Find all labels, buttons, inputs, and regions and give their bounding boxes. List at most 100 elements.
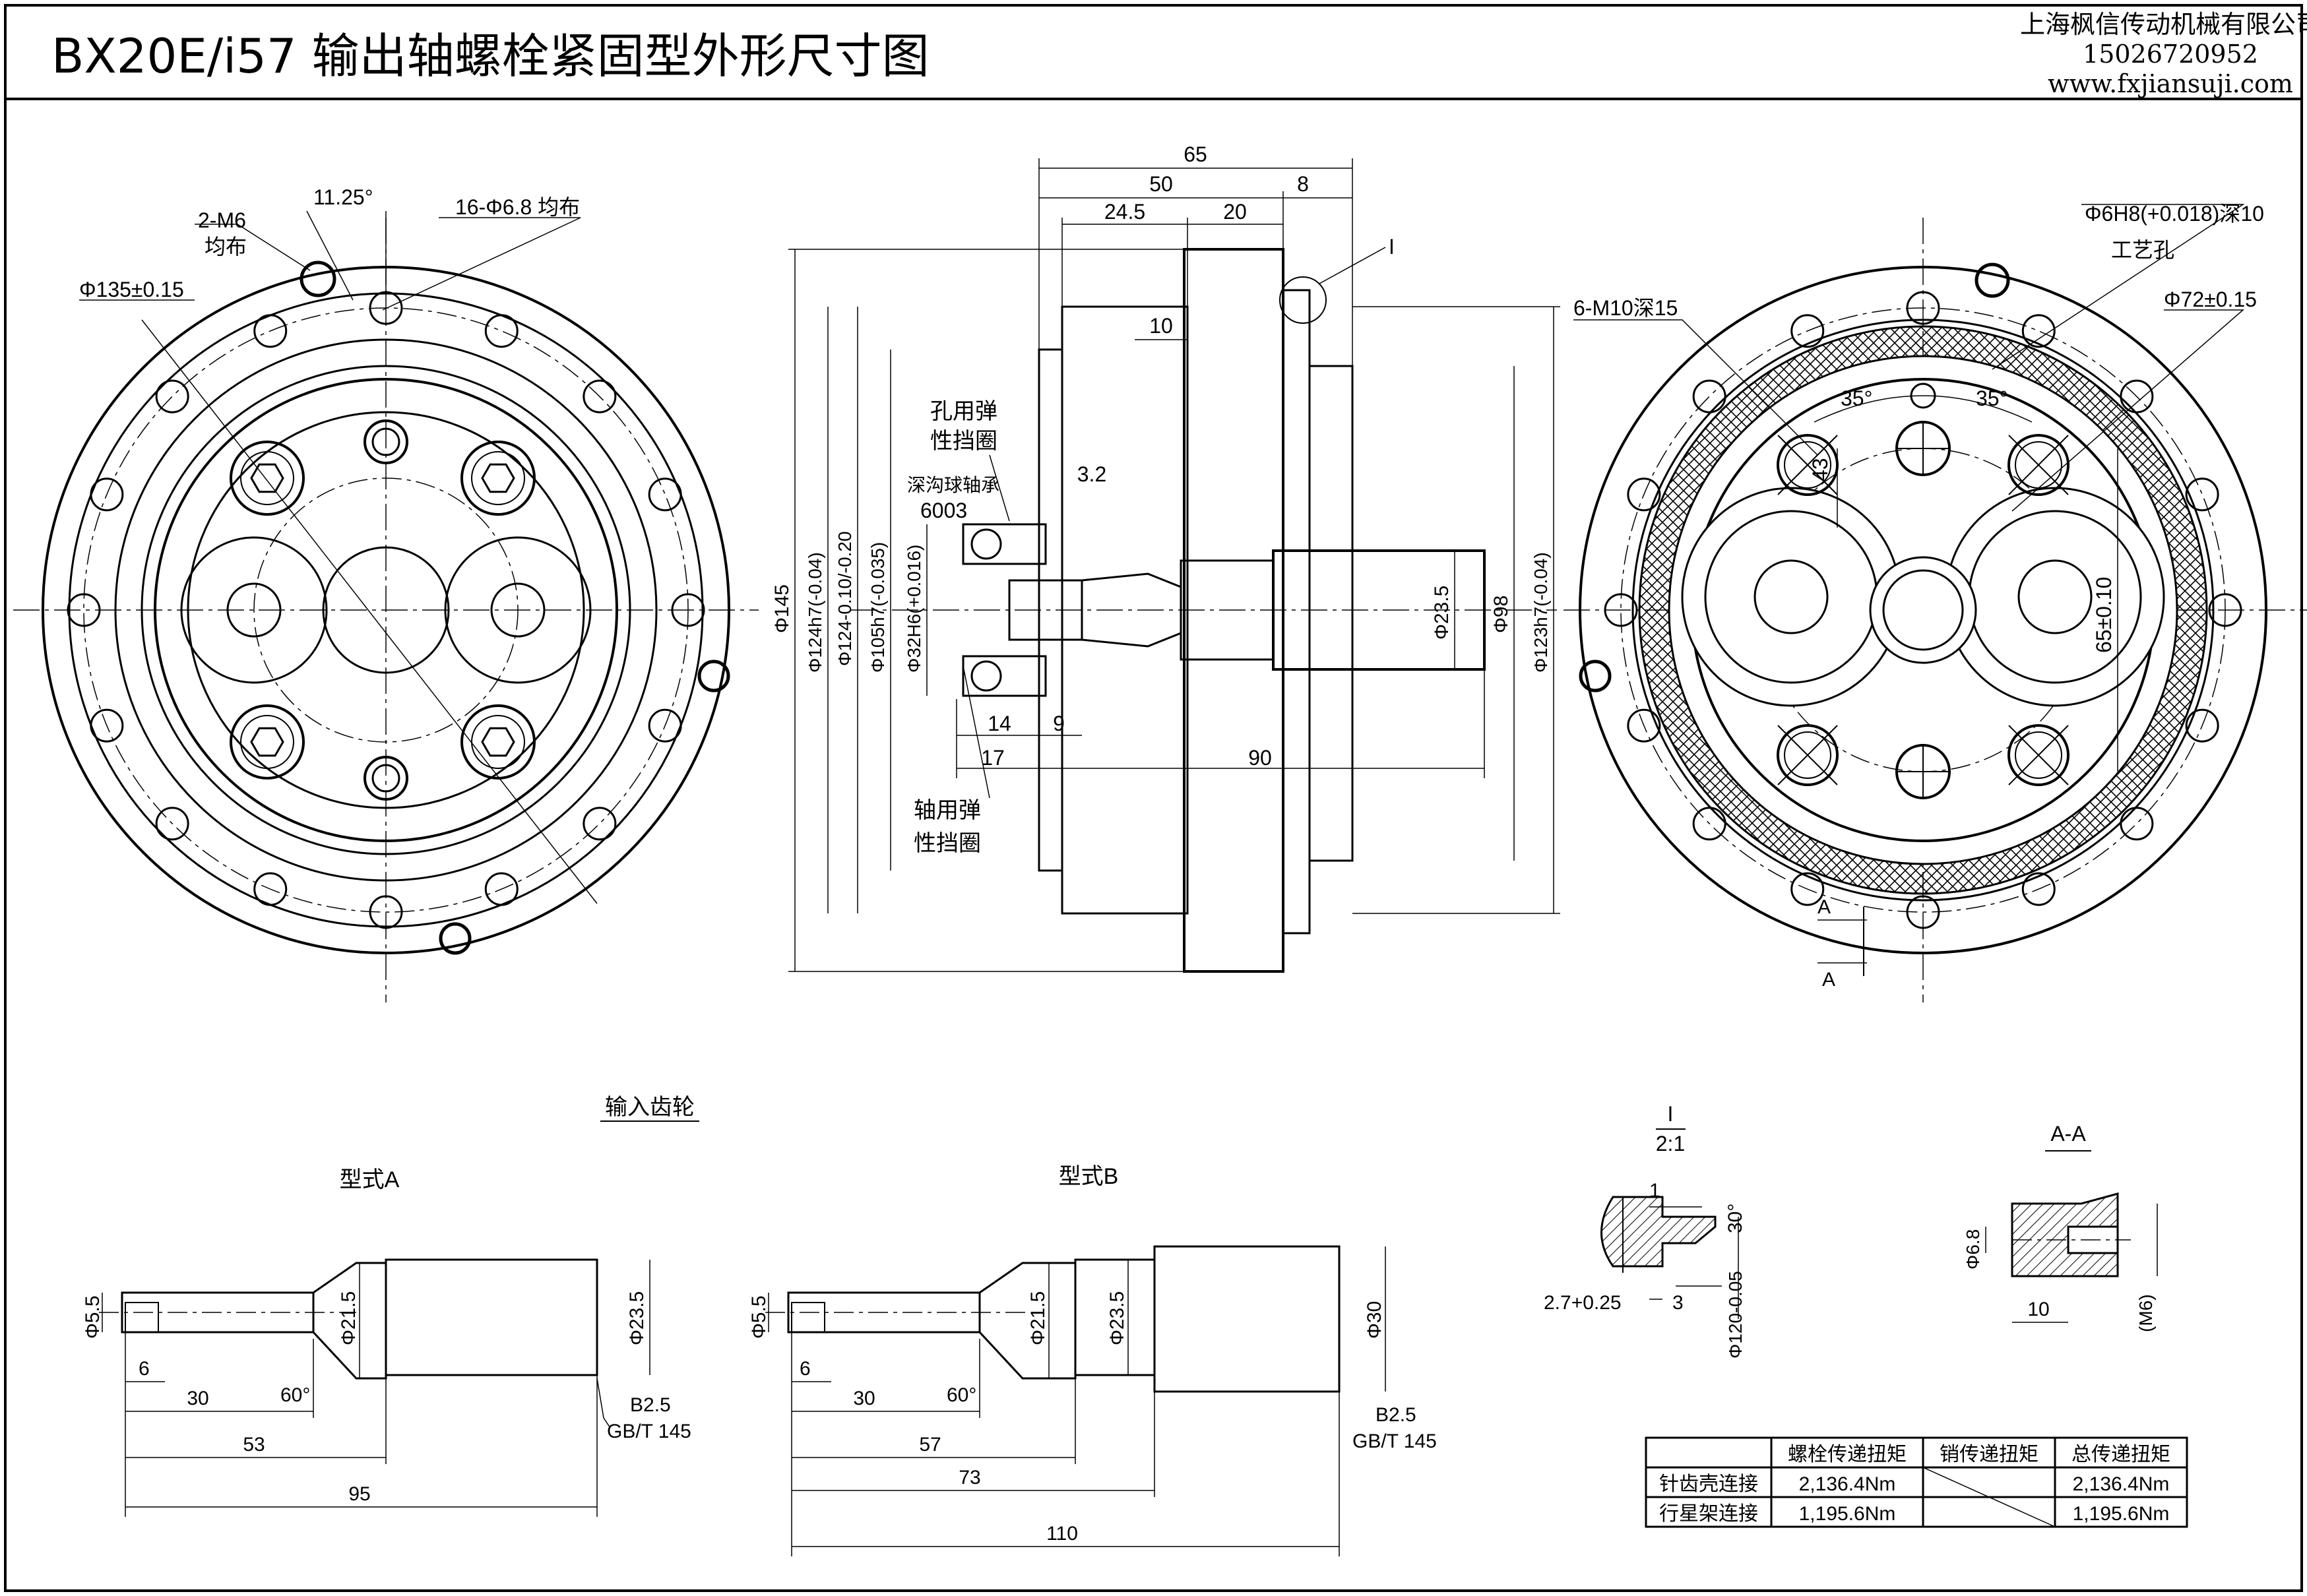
tapped-hole-m10 — [1777, 724, 1839, 786]
socket-screw — [230, 704, 305, 780]
type-a-angle: 60° — [280, 1384, 310, 1406]
detail-i-view — [1600, 1128, 1739, 1319]
rear-bolt-hole — [1627, 708, 1661, 743]
type-b-dim-73: 73 — [959, 1467, 980, 1489]
rear-bolt-hole — [2185, 708, 2219, 743]
shaft-circlip-label-1: 轴用弹 — [914, 798, 981, 823]
rear-bolt-hole — [1906, 895, 1940, 929]
rear-bolt-hole — [1692, 379, 1726, 414]
front-2m6-label: 2-M6 — [198, 208, 246, 232]
type-a-std: GB/T 145 — [607, 1421, 691, 1442]
rear-pin-hole-label: Φ6H8(+0.018)深10 — [2085, 202, 2264, 226]
type-b-dim-6: 6 — [800, 1358, 811, 1380]
front-junbu-label: 均布 — [205, 235, 247, 259]
rear-bolt-hole — [2185, 477, 2219, 512]
socket-screw — [460, 704, 536, 780]
detail-i-dim-2-7: 2.7+0.25 — [1544, 1292, 1622, 1314]
bolt-hole — [253, 872, 288, 906]
rear-process-hole-label: 工艺孔 — [2111, 238, 2174, 262]
type-b-std: GB/T 145 — [1352, 1430, 1437, 1452]
hole-circlip-label-1: 孔用弹 — [930, 399, 997, 424]
type-a-dim-53: 53 — [243, 1434, 265, 1456]
outer-bolt-hole-ring — [67, 261, 730, 955]
type-b-angle: 60° — [947, 1384, 976, 1406]
dim-50: 50 — [1149, 172, 1173, 196]
front-pcd-label: Φ135±0.15 — [79, 278, 184, 301]
tapped-hole-m10 — [2007, 434, 2070, 496]
rear-bolt-hole — [1790, 872, 1825, 906]
company-name: 上海枫信传动机械有限公司 — [2020, 10, 2307, 39]
table-cell: 2,136.4Nm — [1799, 1473, 1896, 1495]
table-cell: 1,195.6Nm — [1799, 1503, 1896, 1525]
torque-table — [1645, 1436, 2188, 1528]
rear-bolt-hole — [2208, 593, 2242, 627]
rear-view — [1564, 204, 2307, 1002]
socket-screw — [230, 441, 305, 516]
section-aa-label: A-A — [2050, 1122, 2086, 1146]
bolt-hole — [484, 872, 519, 906]
front-angle-label: 11.25° — [313, 185, 373, 209]
dia-124h7: Φ124h7(-0.04) — [805, 552, 825, 673]
detail-i-dim-3: 3 — [1672, 1292, 1684, 1314]
dia-105h7: Φ105h7(-0.035) — [868, 542, 888, 673]
dim-14: 14 — [988, 712, 1011, 735]
tapped-hole-m6 — [300, 261, 336, 297]
rear-bolt-hole — [1692, 807, 1726, 841]
bolt-hole — [67, 593, 101, 627]
dia-124: Φ124-0.10/-0.20 — [835, 532, 855, 666]
rear-section-mark-top: A — [1817, 896, 1831, 918]
dim-90: 90 — [1248, 746, 1272, 770]
bolt-hole — [648, 708, 682, 743]
type-a-dim-6: 6 — [139, 1358, 150, 1380]
detail-i-mark: I — [1389, 235, 1395, 259]
bolt-hole — [253, 314, 288, 348]
detail-i-angle: 30° — [1724, 1204, 1746, 1233]
type-a-b2-5: B2.5 — [630, 1394, 671, 1416]
dia-123h7: Φ123h7(-0.04) — [1531, 552, 1551, 673]
type-b-shaft — [765, 1245, 1386, 1556]
rear-pcd72-label: Φ72±0.15 — [2164, 288, 2257, 311]
dim-17: 17 — [981, 746, 1005, 770]
dia-23-5: Φ23.5 — [1431, 586, 1453, 640]
type-b-d30: Φ30 — [1364, 1301, 1385, 1339]
table-cell: 针齿壳连接 — [1659, 1473, 1758, 1495]
dia-98: Φ98 — [1490, 596, 1512, 633]
detail-i-scale: 2:1 — [1656, 1132, 1685, 1155]
rear-bolt-hole — [1627, 477, 1661, 512]
dim-65: 65 — [1184, 142, 1207, 166]
section-aa-dim-10: 10 — [2027, 1299, 2049, 1320]
input-gear-caption: 输入齿轮 — [605, 1095, 695, 1120]
bolt-hole — [369, 895, 403, 929]
bolt-hole — [484, 314, 519, 348]
type-b-d5-5: Φ5.5 — [748, 1295, 770, 1339]
rear-bolt-hole — [1790, 314, 1825, 348]
bolt-hole — [155, 807, 189, 841]
detail-i-mark: I — [1668, 1102, 1674, 1126]
company-phone: 15026720952 — [2083, 40, 2258, 69]
front-holes-label: 16-Φ6.8 均布 — [455, 195, 580, 219]
detail-i-d120: Φ120-0.05 — [1725, 1271, 1746, 1359]
table-cell: 行星架连接 — [1659, 1503, 1758, 1525]
bolt-hole — [583, 807, 617, 841]
rear-tapped-label: 6-M10深15 — [1573, 296, 1678, 320]
rear-section-mark-bottom: A — [1822, 969, 1835, 991]
rear-dim-65: 65±0.10 — [2092, 577, 2116, 653]
detail-i-dim-1: 1 — [1649, 1180, 1660, 1202]
type-b-dim-110: 110 — [1046, 1523, 1078, 1545]
type-a-d21-5: Φ21.5 — [338, 1291, 360, 1345]
type-a-d5-5: Φ5.5 — [82, 1295, 104, 1339]
bolt-hole — [648, 477, 682, 512]
dim-3-2: 3.2 — [1077, 462, 1106, 486]
rear-bolt-hole — [2021, 872, 2056, 906]
rear-bolt-hole — [1906, 291, 1940, 325]
type-a-shaft — [99, 1258, 650, 1517]
bolt-hole — [90, 477, 124, 512]
section-aa-view — [1985, 1150, 2158, 1323]
bolt-hole — [155, 379, 189, 414]
table-header: 销传递扭矩 — [1940, 1444, 2038, 1465]
bearing-label-2: 6003 — [920, 499, 967, 522]
table-cell: 1,195.6Nm — [2073, 1503, 2170, 1525]
dim-20: 20 — [1223, 200, 1247, 224]
rear-dim-43: 43 — [1808, 458, 1832, 481]
